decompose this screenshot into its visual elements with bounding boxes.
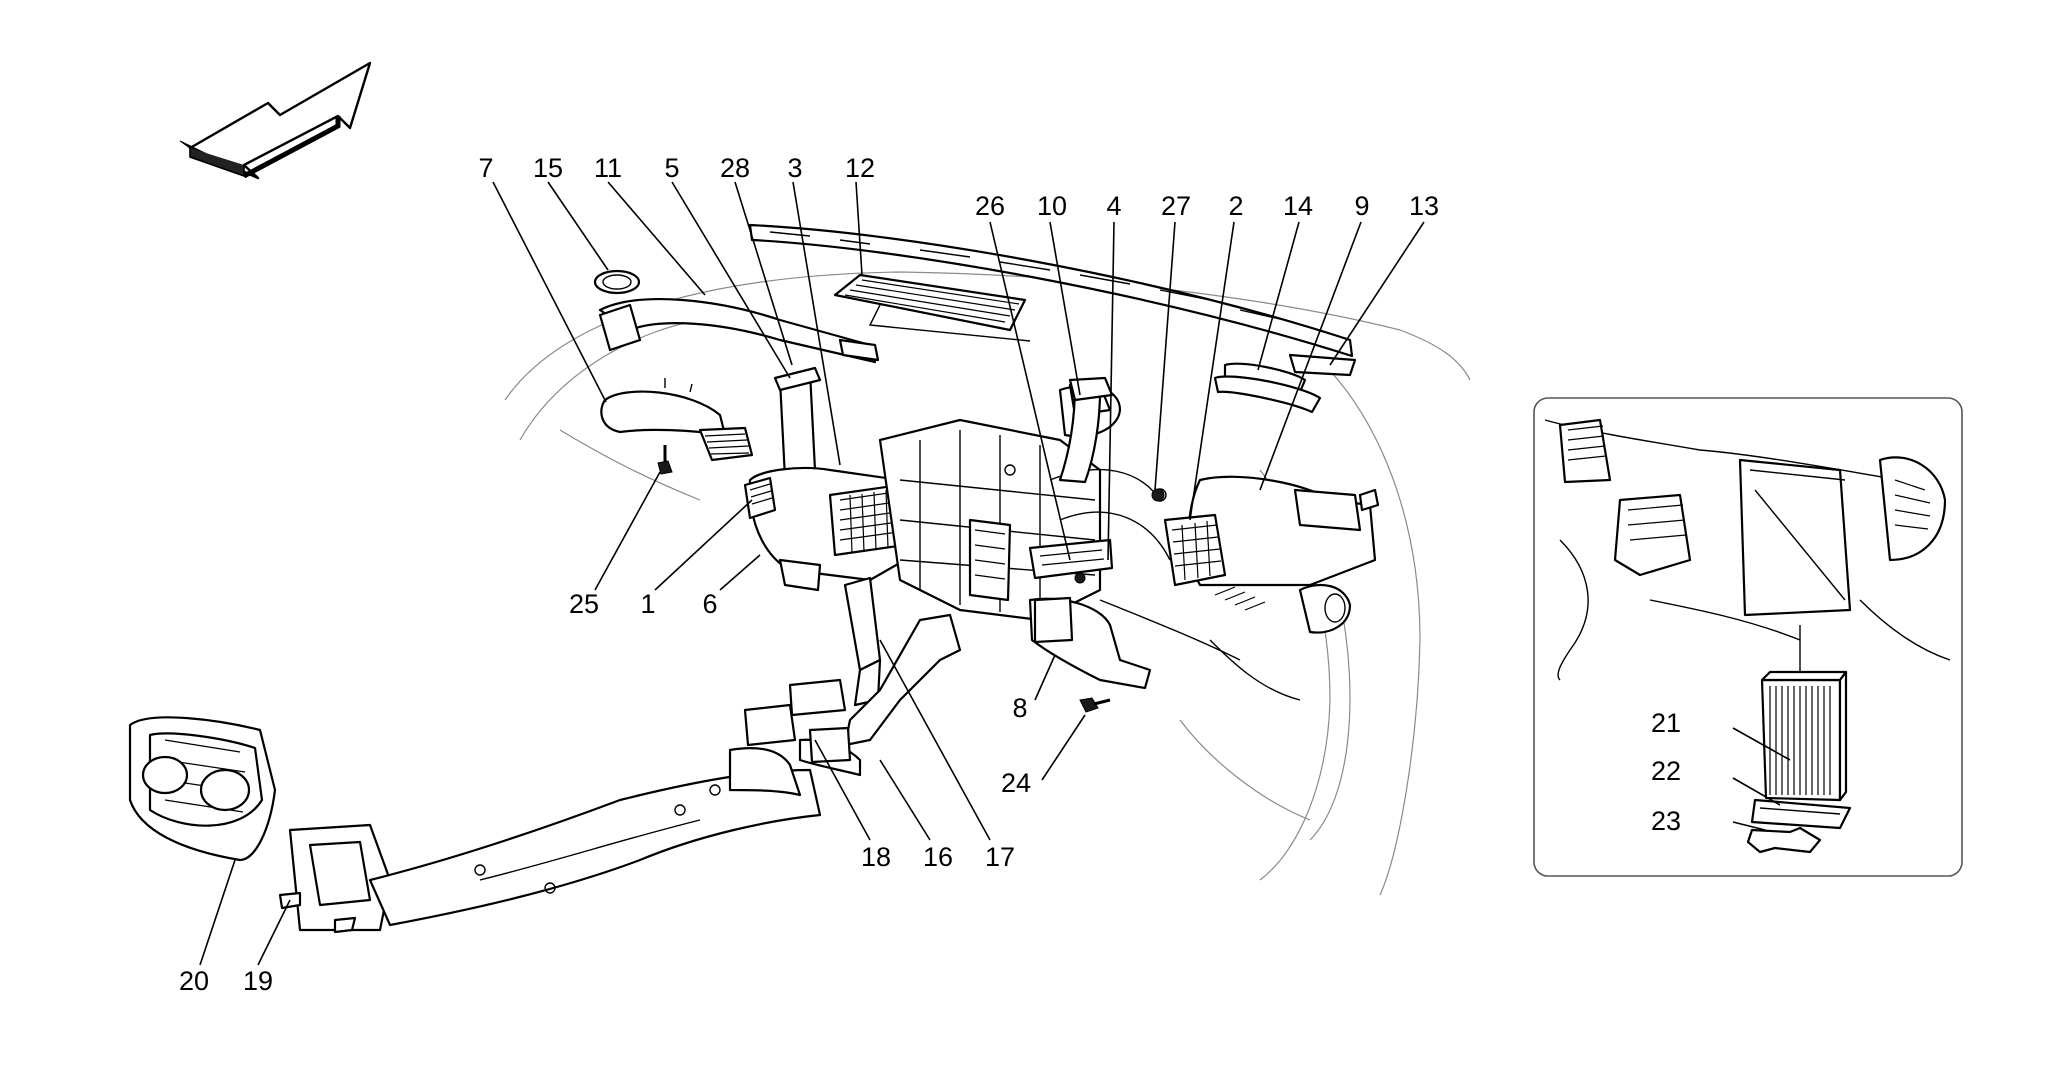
label-12: 12 (845, 153, 875, 183)
rear-vent-and-floor-duct (128, 716, 822, 934)
label-2: 2 (1228, 191, 1243, 221)
label-8: 8 (1012, 693, 1027, 723)
right-vent-assembly (1163, 475, 1380, 634)
filter-detail-inset (1533, 397, 1963, 877)
console-ducts (743, 576, 962, 777)
label-1: 1 (640, 589, 655, 619)
label-24: 24 (1001, 768, 1031, 798)
label-17: 17 (985, 842, 1015, 872)
right-defrost-vent (1213, 353, 1357, 414)
label-22: 22 (1651, 756, 1681, 786)
label-28: 28 (720, 153, 750, 183)
label-9: 9 (1354, 191, 1369, 221)
screw-25-icon (657, 445, 673, 475)
label-18: 18 (861, 842, 891, 872)
defrost-strip-top (748, 223, 1354, 358)
small-center-vent (1028, 488, 1165, 584)
label-25: 25 (569, 589, 599, 619)
label-21: 21 (1651, 708, 1681, 738)
lower-center-duct (1028, 596, 1152, 690)
filter-cover (1750, 798, 1852, 830)
center-defrost-grille (833, 273, 1031, 342)
center-left-vent-assembly (743, 366, 907, 592)
label-7: 7 (478, 153, 493, 183)
label-20: 20 (179, 966, 209, 996)
leader-lines (199, 181, 1791, 966)
label-5: 5 (664, 153, 679, 183)
label-19: 19 (243, 966, 273, 996)
label-10: 10 (1037, 191, 1067, 221)
screw-24-icon (1079, 697, 1111, 713)
label-16: 16 (923, 842, 953, 872)
label-14: 14 (1283, 191, 1313, 221)
label-26: 26 (975, 191, 1005, 221)
label-3: 3 (787, 153, 802, 183)
part-labels: 7 15 11 5 28 3 12 26 10 4 27 2 14 9 13 2… (179, 153, 1681, 996)
filter-bracket (1746, 826, 1822, 854)
label-6: 6 (702, 589, 717, 619)
label-13: 13 (1409, 191, 1439, 221)
label-11: 11 (594, 153, 622, 183)
label-27: 27 (1161, 191, 1191, 221)
left-upper-duct (593, 269, 880, 364)
label-15: 15 (533, 153, 563, 183)
label-23: 23 (1651, 806, 1681, 836)
direction-arrow-icon (179, 61, 372, 180)
label-4: 4 (1106, 191, 1121, 221)
cabin-filter (1760, 670, 1848, 802)
left-side-vent-duct (600, 378, 754, 462)
